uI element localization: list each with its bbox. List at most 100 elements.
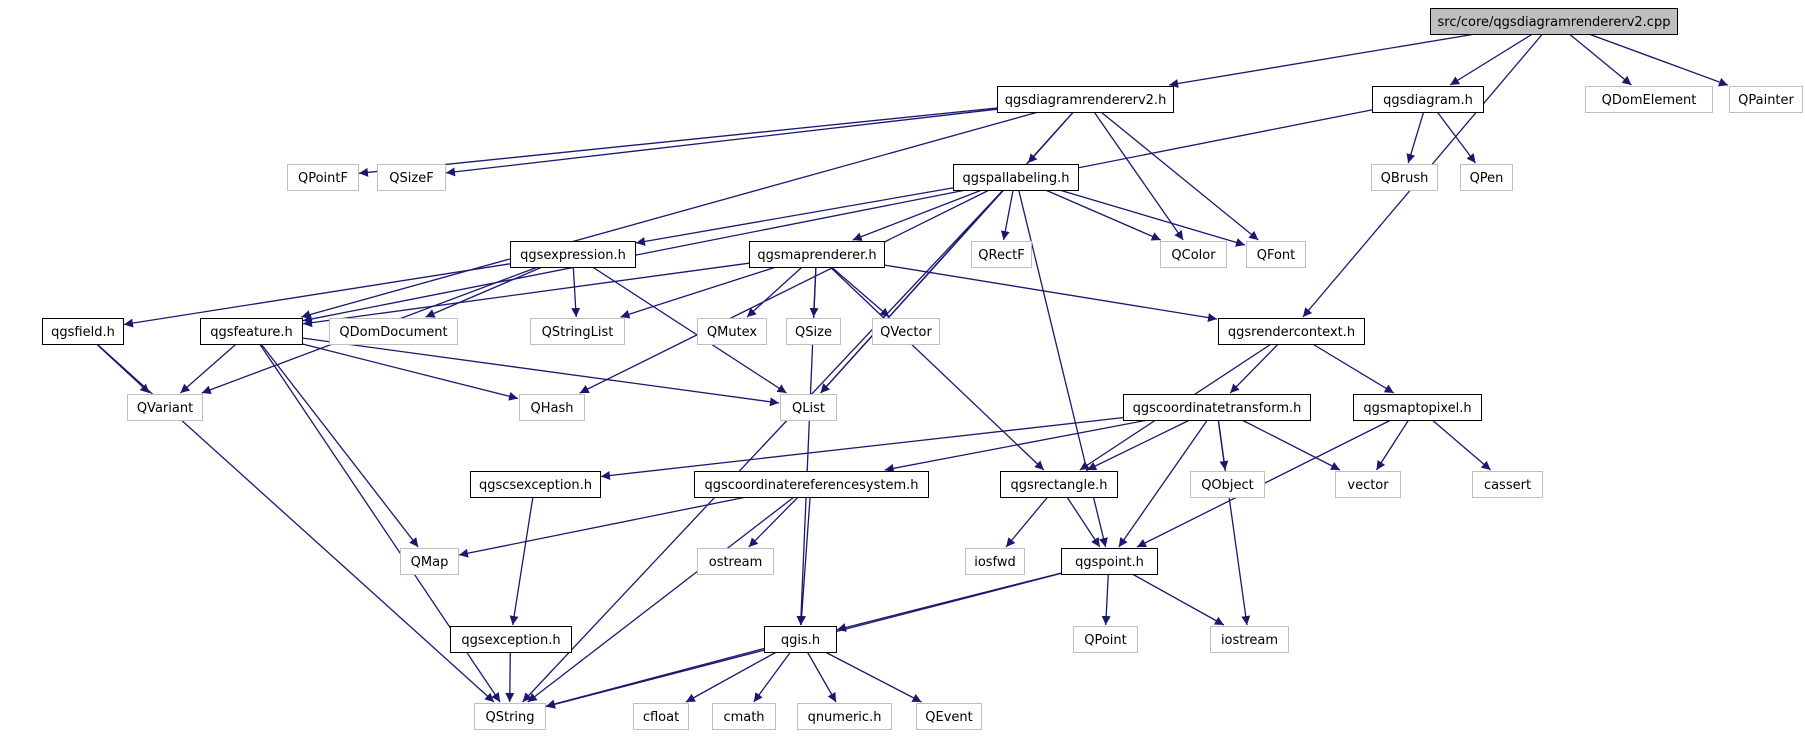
node-label-qpointf: QPointF xyxy=(298,171,348,186)
edge-qgish-to-cfloat xyxy=(685,651,777,703)
edge-expressionh-to-qstringlist xyxy=(571,266,581,318)
edge-drv2h-to-featureh xyxy=(301,111,1039,319)
node-ostream: ostream xyxy=(697,548,774,575)
node-label-pointh: qgspoint.h xyxy=(1075,555,1144,570)
node-qvector: QVector xyxy=(872,318,940,345)
node-coordtransformh[interactable]: qgscoordinatetransform.h xyxy=(1123,394,1311,421)
node-diagramh[interactable]: qgsdiagram.h xyxy=(1372,86,1484,113)
node-box-qfont xyxy=(1246,241,1306,268)
node-maptopixelh[interactable]: qgsmaptopixel.h xyxy=(1353,394,1482,421)
node-drv2h[interactable]: qgsdiagramrendererv2.h xyxy=(997,86,1174,113)
edge-pointh-to-qpoint xyxy=(1101,573,1111,626)
node-label-qpainter: QPainter xyxy=(1738,93,1794,108)
edge-rectangleh-to-pointh xyxy=(1066,496,1101,548)
edge-crsh-to-qstring xyxy=(527,496,795,703)
edge-coordtransformh-to-rectangleh xyxy=(1086,419,1191,471)
node-label-ostream: ostream xyxy=(709,555,763,570)
edge-featureh-to-qvariant xyxy=(179,343,237,394)
node-label-qnumerich: qnumeric.h xyxy=(808,710,882,725)
node-label-qdomelement: QDomElement xyxy=(1602,93,1697,108)
node-box-qpen xyxy=(1460,164,1513,191)
node-label-coordtransformh: qgscoordinatetransform.h xyxy=(1133,401,1302,416)
edge-pallabelingh-to-qlist xyxy=(820,189,1005,394)
node-label-iostream: iostream xyxy=(1221,633,1278,648)
node-qdomelement: QDomElement xyxy=(1585,86,1713,113)
node-qgish[interactable]: qgis.h xyxy=(764,626,837,653)
edge-root-to-qpainter xyxy=(1588,33,1729,87)
node-box-cmath xyxy=(712,703,776,730)
node-fieldh[interactable]: qgsfield.h xyxy=(42,318,124,345)
node-pointh[interactable]: qgspoint.h xyxy=(1061,548,1158,575)
node-pallabelingh[interactable]: qgspallabeling.h xyxy=(953,164,1079,191)
node-layer: src/core/qgsdiagramrendererv2.cpp qgsdiag… xyxy=(42,8,1803,730)
node-expressionh[interactable]: qgsexpression.h xyxy=(510,241,636,268)
node-label-qsize: QSize xyxy=(795,325,832,340)
node-crsh[interactable]: qgscoordinatereferencesystem.h xyxy=(694,471,929,498)
edge-coordtransformh-to-iostream xyxy=(1217,419,1251,626)
node-label-diagramh: qgsdiagram.h xyxy=(1383,93,1473,108)
edge-drv2h-to-qsizef xyxy=(445,108,998,177)
edge-maprendererh-to-rectangleh xyxy=(829,266,1045,471)
node-label-csexceptionh: qgscsexception.h xyxy=(479,478,592,493)
node-root[interactable]: src/core/qgsdiagramrendererv2.cpp xyxy=(1430,8,1678,35)
node-label-cmath: cmath xyxy=(723,710,764,725)
node-label-qobject: QObject xyxy=(1201,478,1254,493)
node-box-maptopixelh xyxy=(1353,394,1482,421)
edge-pallabelingh-to-qrectf xyxy=(1000,189,1014,241)
node-qfont: QFont xyxy=(1246,241,1306,268)
node-rendercontexth[interactable]: qgsrendercontext.h xyxy=(1218,318,1365,345)
edge-drv2h-to-qcolor xyxy=(1093,111,1184,241)
node-maprendererh[interactable]: qgsmaprenderer.h xyxy=(749,241,885,268)
node-box-qstringlist xyxy=(530,318,625,345)
edge-coordtransformh-to-pointh xyxy=(1118,419,1208,548)
edge-expressionh-to-qdomdocument xyxy=(425,266,543,318)
node-csexceptionh[interactable]: qgscsexception.h xyxy=(470,471,601,498)
edge-drv2h-to-qfont xyxy=(1100,111,1259,241)
node-label-crsh: qgscoordinatereferencesystem.h xyxy=(704,478,918,493)
node-cmath: cmath xyxy=(712,703,776,730)
node-box-qbrush xyxy=(1371,164,1438,191)
node-label-maprendererh: qgsmaprenderer.h xyxy=(757,248,876,263)
node-cassert: cassert xyxy=(1472,471,1543,498)
node-box-qpainter xyxy=(1729,86,1803,113)
node-label-qpen: QPen xyxy=(1470,171,1504,186)
edge-maprendererh-to-featureh xyxy=(302,262,750,328)
node-qvariant: QVariant xyxy=(127,394,203,421)
node-box-iosfwd xyxy=(965,548,1025,575)
node-exceptionh[interactable]: qgsexception.h xyxy=(450,626,572,653)
node-box-pointh xyxy=(1061,548,1158,575)
node-box-rectangleh xyxy=(1000,471,1118,498)
node-label-fieldh: qgsfield.h xyxy=(51,325,115,340)
node-qobject: QObject xyxy=(1190,471,1265,498)
edge-maprendererh-to-qvector xyxy=(831,266,890,318)
edge-expressionh-to-fieldh xyxy=(123,263,511,328)
node-box-rendercontexth xyxy=(1218,318,1365,345)
node-label-vector: vector xyxy=(1347,478,1389,493)
node-box-drv2h xyxy=(997,86,1174,113)
edge-featureh-to-qmap xyxy=(260,343,419,548)
edge-pallabelingh-to-qhash xyxy=(579,189,990,394)
node-box-qnumerich xyxy=(797,703,892,730)
node-label-qevent: QEvent xyxy=(925,710,972,725)
node-box-root xyxy=(1430,8,1678,35)
node-box-csexceptionh xyxy=(470,471,601,498)
node-box-vector xyxy=(1335,471,1401,498)
edge-pallabelingh-to-maprendererh xyxy=(852,189,983,241)
edge-csexceptionh-to-exceptionh xyxy=(509,496,534,626)
node-label-rectangleh: qgsrectangle.h xyxy=(1010,478,1107,493)
node-label-qvector: QVector xyxy=(880,325,932,340)
node-box-qvariant xyxy=(127,394,203,421)
node-featureh[interactable]: qgsfeature.h xyxy=(200,318,303,345)
node-box-diagramh xyxy=(1372,86,1484,113)
node-rectangleh[interactable]: qgsrectangle.h xyxy=(1000,471,1118,498)
node-qdomdocument: QDomDocument xyxy=(329,318,458,345)
node-label-qfont: QFont xyxy=(1257,248,1296,263)
node-box-qpointf xyxy=(287,164,359,191)
node-box-qcolor xyxy=(1160,241,1227,268)
edge-pallabelingh-to-qfont xyxy=(1059,189,1246,247)
node-box-cassert xyxy=(1472,471,1543,498)
node-label-cassert: cassert xyxy=(1484,478,1531,493)
edge-qgish-to-qnumerich xyxy=(806,651,837,703)
node-box-qlist xyxy=(780,394,837,421)
